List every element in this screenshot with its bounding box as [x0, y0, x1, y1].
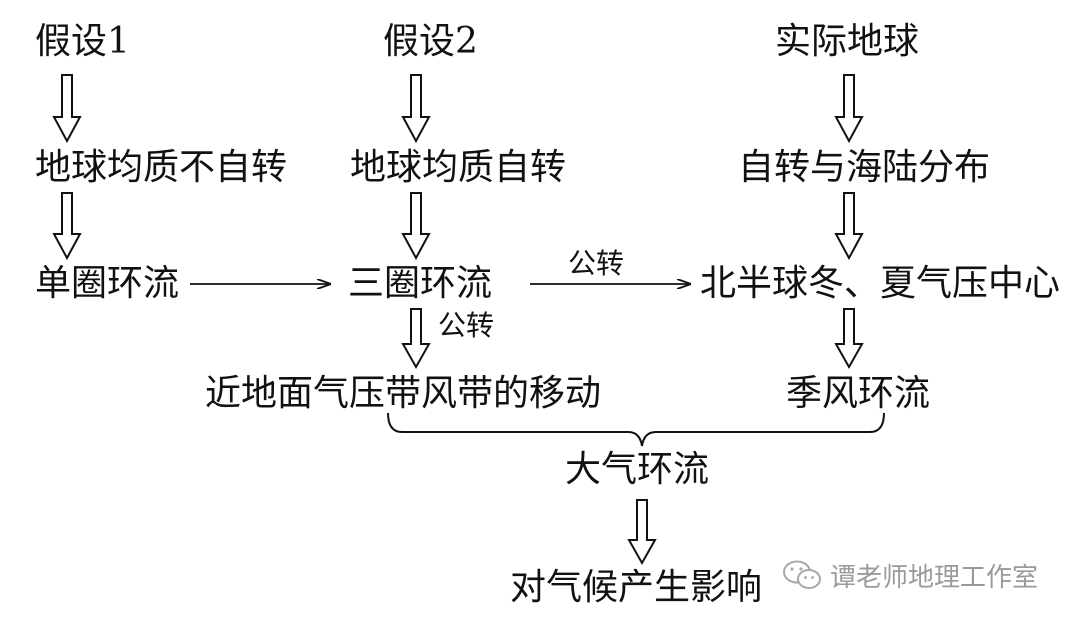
- node-three-cell: 三圈环流: [348, 263, 493, 304]
- wechat-icon: [783, 560, 821, 589]
- edge-label-revolution-right: 公转: [568, 247, 625, 280]
- hollow-arrow-hyp1: [52, 74, 82, 144]
- node-general-circulation: 大气环流: [565, 449, 710, 490]
- watermark: 谭老师地理工作室: [782, 558, 1039, 593]
- node-climate-impact: 对气候产生影响: [510, 567, 763, 608]
- node-nh-pressure-centers: 北半球冬、夏气压中心: [700, 263, 1061, 304]
- node-belt-shift: 近地面气压带风带的移动: [205, 373, 602, 414]
- hollow-arrow-rotation: [401, 192, 431, 261]
- hollow-arrow-hyp2: [401, 74, 431, 144]
- hollow-arrow-land-sea: [834, 192, 864, 261]
- hollow-arrow-actual: [834, 74, 864, 144]
- hollow-arrow-general-circulation: [627, 499, 657, 566]
- node-single-cell: 单圈环流: [35, 263, 180, 304]
- edge-label-revolution-down: 公转: [438, 309, 495, 342]
- node-uniform-rotation: 地球均质自转: [350, 147, 567, 188]
- node-rotation-land-sea: 自转与海陆分布: [738, 147, 991, 188]
- node-uniform-no-rotation: 地球均质不自转: [35, 147, 288, 188]
- node-hypothesis-1: 假设1: [35, 21, 130, 62]
- hollow-arrow-no-rotation: [52, 192, 82, 261]
- hollow-arrow-pressure-centers: [834, 308, 864, 370]
- node-hypothesis-2: 假设2: [383, 21, 478, 62]
- node-actual-earth: 实际地球: [775, 21, 920, 62]
- hollow-arrow-three-cell: [401, 308, 431, 370]
- node-monsoon: 季风环流: [786, 373, 931, 414]
- watermark-text: 谭老师地理工作室: [830, 562, 1039, 593]
- curly-brace: [387, 412, 885, 447]
